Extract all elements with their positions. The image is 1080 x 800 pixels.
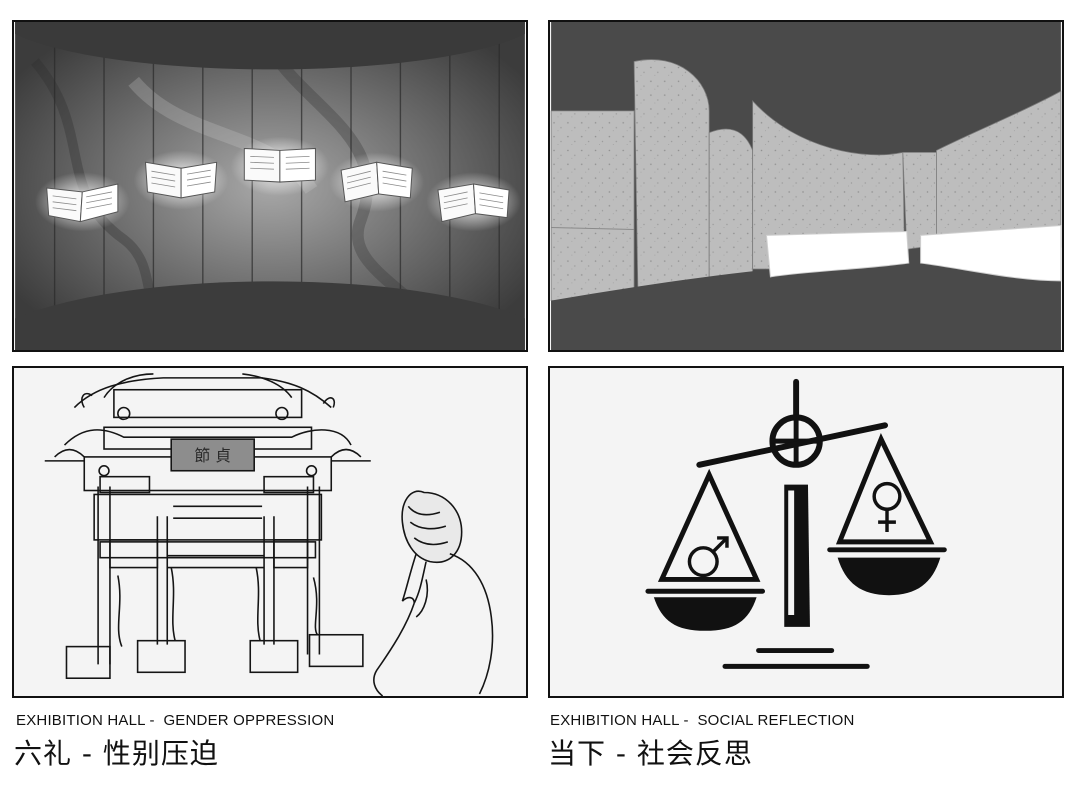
left-wall	[550, 110, 635, 301]
panel-book-hall	[12, 20, 528, 352]
book-hall-illustration	[15, 22, 525, 350]
caption-reflection-english: EXHIBITION HALL - SOCIAL REFLECTION	[550, 712, 855, 729]
male-symbol-icon	[687, 536, 729, 578]
gender-scale-illustration	[551, 368, 1061, 696]
caption-reflection-chinese: 当下 - 社会反思	[548, 737, 753, 770]
open-book-icon	[329, 152, 425, 212]
kneeling-woman-figure	[373, 490, 494, 696]
open-book-icon	[230, 136, 330, 196]
female-symbol-icon	[872, 481, 902, 532]
caption-hall-english: EXHIBITION HALL - GENDER OPPRESSION	[16, 712, 335, 729]
caption-hall-chinese: 六礼 - 性别压迫	[14, 737, 219, 770]
panel-corridor	[548, 20, 1064, 352]
corridor-illustration	[550, 22, 1062, 350]
white-bench	[920, 224, 1062, 282]
paifang-archway	[44, 373, 371, 680]
dark-floor	[551, 259, 1061, 350]
plaque-text: 節 貞	[194, 446, 231, 465]
archway-plaque	[170, 438, 255, 472]
ceiling-curve	[15, 22, 525, 70]
white-bench	[765, 230, 910, 278]
balance-scale	[645, 378, 947, 669]
floor-curve	[15, 281, 525, 350]
panel-archway-sketch: 節 貞	[12, 366, 528, 698]
curved-pillar	[633, 59, 710, 302]
open-book-icon	[426, 172, 521, 232]
side-wall	[708, 128, 754, 288]
open-book-icon	[133, 150, 229, 210]
panel-gender-scale	[548, 366, 1064, 698]
archway-sketch-illustration: 節 貞	[15, 368, 525, 696]
open-book-icon	[34, 172, 130, 232]
right-wall	[936, 90, 1062, 250]
